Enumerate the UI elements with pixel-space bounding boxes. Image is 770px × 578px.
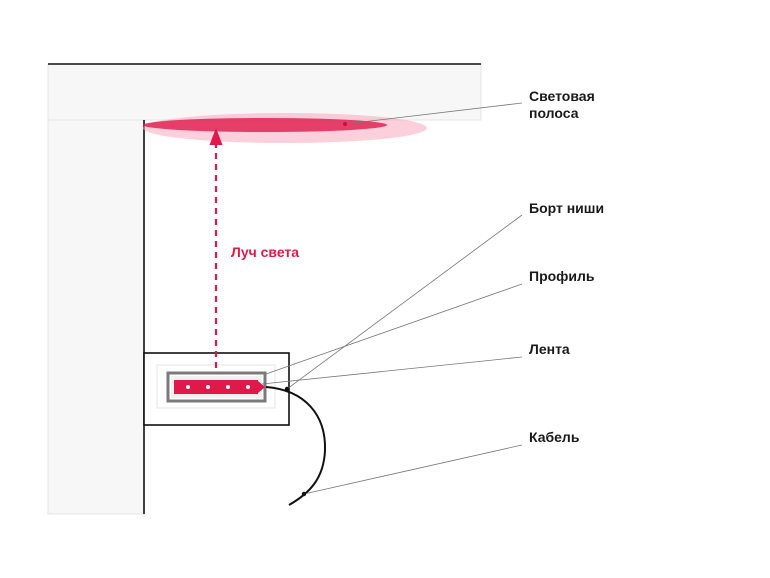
ceiling-slab: [47, 63, 482, 121]
leader-dot: [343, 122, 347, 126]
led-dot: [226, 385, 230, 389]
label-beam: Луч света: [231, 244, 299, 260]
label-cable: Кабель: [529, 429, 580, 445]
label-profile: Профиль: [529, 268, 595, 284]
tape-end-arrow: [258, 381, 265, 393]
led-dot: [206, 385, 210, 389]
wall: [47, 119, 145, 515]
leader-cable: [303, 444, 523, 495]
leader-profile: [265, 283, 523, 375]
label-niche-edge: Борт ниши: [529, 200, 604, 216]
led-dot: [186, 385, 190, 389]
leader-niche-edge: [286, 214, 523, 390]
cable: [265, 386, 327, 506]
light-beam-arrowhead: [209, 128, 223, 145]
label-tape: Лента: [529, 341, 570, 357]
label-light-strip-line2: полоса: [529, 105, 579, 121]
label-light-strip-line1: Световая: [529, 88, 595, 104]
leader-dot: [284, 386, 290, 392]
leader-tape: [261, 356, 523, 385]
leader-light-strip: [344, 102, 523, 125]
light-glow-inner: [143, 118, 387, 132]
led-dot: [246, 385, 250, 389]
leader-dot: [301, 491, 307, 497]
led-tape: [174, 380, 258, 394]
